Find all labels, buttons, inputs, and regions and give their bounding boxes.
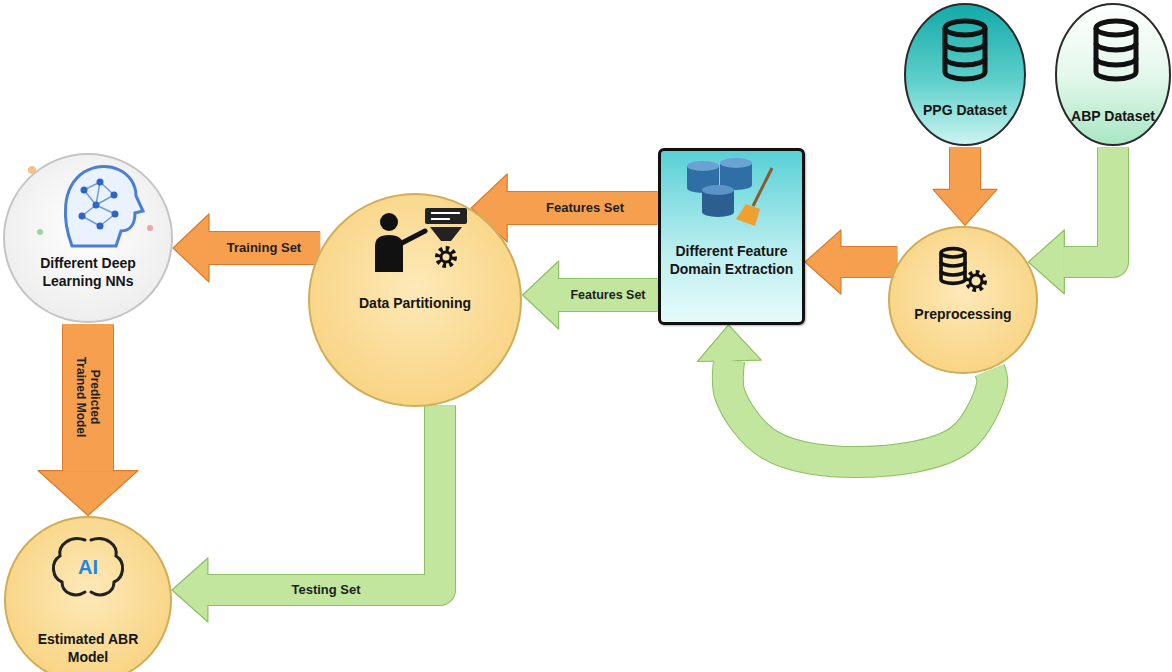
node-label: PPG Dataset — [909, 102, 1021, 120]
arrow-head — [697, 325, 761, 362]
node-outline — [2, 152, 174, 324]
arrow-outline — [949, 147, 981, 190]
arrow-head — [172, 558, 208, 622]
dataset-cylinder: PPG Dataset — [903, 2, 1027, 147]
process-circle: Data Partitioning — [307, 192, 523, 408]
arrow-outline — [208, 231, 320, 265]
model-circle: Estimated ABR Model — [3, 515, 173, 672]
text-wrap: PPG Dataset — [909, 102, 1021, 120]
brain-icon — [53, 539, 122, 595]
node-outline — [903, 2, 1027, 147]
node-shape — [1056, 4, 1170, 145]
flow-arrow — [173, 214, 320, 282]
gear-icon — [968, 273, 984, 289]
node-outline — [887, 225, 1039, 375]
node-shape — [309, 194, 521, 406]
process-circle: Preprocessing — [887, 225, 1039, 375]
flow-arrow — [172, 405, 440, 622]
arrow-body — [506, 192, 657, 224]
node-label: Preprocessing — [893, 306, 1033, 324]
arrow-outline — [840, 246, 897, 278]
node-shape — [4, 154, 172, 322]
arrow-body — [950, 147, 980, 190]
arrow-outline — [62, 324, 114, 471]
arrow-outline — [728, 360, 992, 462]
text-wrap: Data Partitioning — [325, 295, 505, 313]
network-circle: Different Deep Learning NNs — [2, 152, 174, 324]
edge-label: Features Set — [544, 200, 626, 216]
flow-arrow — [1028, 147, 1113, 294]
arrow-head — [805, 230, 841, 294]
person-machine-icon — [375, 208, 467, 272]
node-outline — [3, 515, 173, 672]
arrow-head — [38, 471, 138, 516]
dataset-cylinder: ABP Dataset — [1054, 2, 1172, 147]
edge-label: Features Set — [568, 288, 647, 303]
arrow-body — [728, 360, 992, 462]
node-label: Estimated ABR Model — [23, 631, 153, 666]
node-label: Different Feature Domain Extraction — [669, 243, 794, 278]
database-broom-icon — [687, 158, 772, 226]
node-shape — [5, 517, 171, 672]
flow-arrow — [38, 324, 138, 515]
node-label: ABP Dataset — [1060, 108, 1166, 126]
flow-arrow — [523, 261, 658, 329]
text-wrap: Different Deep Learning NNs — [13, 255, 163, 290]
text-wrap: Different Feature Domain Extraction — [669, 243, 794, 278]
arrow-body — [840, 247, 897, 277]
edge-label: Testing Set — [289, 582, 362, 598]
arrow-head — [933, 189, 997, 225]
edge-label: Training Set — [225, 240, 303, 256]
arrow-head — [523, 261, 559, 329]
node-outline — [1054, 2, 1172, 147]
database-icon — [945, 21, 985, 79]
database-icon — [941, 249, 965, 284]
arrow-outline — [1063, 147, 1113, 262]
arrow-body — [558, 279, 658, 311]
edge-label: Predicted Trained Model — [74, 345, 103, 449]
head-network-icon — [28, 166, 153, 246]
arrow-body — [207, 405, 440, 590]
arrow-body — [63, 324, 113, 471]
arrow-outline — [207, 405, 440, 590]
node-shape — [905, 4, 1025, 145]
arrow-head — [173, 214, 209, 282]
flow-arrow — [805, 230, 897, 294]
arrow-body — [208, 232, 320, 264]
extraction-box: Different Feature Domain Extraction — [658, 148, 805, 325]
text-wrap: Estimated ABR Model — [23, 631, 153, 666]
arrow-body — [1063, 147, 1113, 262]
text-wrap: ABP Dataset — [1060, 108, 1166, 126]
node-label: Data Partitioning — [325, 295, 505, 313]
node-label: Different Deep Learning NNs — [13, 255, 163, 290]
flow-arrow — [471, 174, 657, 242]
text-wrap: Preprocessing — [893, 306, 1033, 324]
flow-arrow — [933, 147, 997, 225]
database-icon — [1096, 21, 1136, 79]
node-shape — [889, 227, 1037, 373]
arrow-outline — [506, 191, 657, 225]
arrow-outline — [558, 278, 658, 312]
